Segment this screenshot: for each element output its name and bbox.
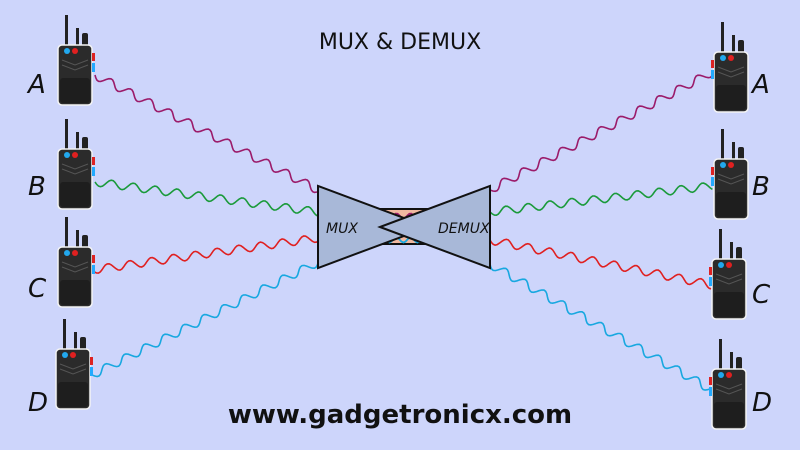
right-label-b: B <box>752 172 770 202</box>
diagram-title: MUX & DEMUX <box>318 30 482 55</box>
left-wire-a <box>94 74 318 194</box>
right-radio-b <box>711 129 749 220</box>
website-url: www.gadgetronicx.com <box>227 400 573 430</box>
right-label-c: C <box>752 280 771 310</box>
right-radio-a <box>711 22 749 113</box>
left-label-c: C <box>28 274 47 304</box>
left-radio-b <box>57 119 95 210</box>
left-label-b: B <box>28 172 46 202</box>
right-wire-a <box>489 73 714 193</box>
right-wire-c <box>489 238 712 290</box>
mux-label: MUX <box>326 221 358 237</box>
right-label-a: A <box>752 70 770 100</box>
right-radio-d <box>709 339 747 430</box>
left-radio-a <box>57 15 95 106</box>
demux-label: DEMUX <box>438 221 490 237</box>
mux-block <box>317 184 431 270</box>
right-radio-c <box>709 229 747 320</box>
left-wire-d <box>91 262 319 378</box>
left-radio-c <box>57 217 95 308</box>
left-wire-c <box>91 235 319 274</box>
right-label-d: D <box>752 388 773 418</box>
right-wire-d <box>489 263 714 391</box>
right-wire-b <box>489 182 713 217</box>
left-label-d: D <box>28 388 49 418</box>
demux-block <box>377 184 491 270</box>
left-radio-d <box>55 319 93 410</box>
left-label-a: A <box>28 70 46 100</box>
left-wire-b <box>94 179 318 217</box>
